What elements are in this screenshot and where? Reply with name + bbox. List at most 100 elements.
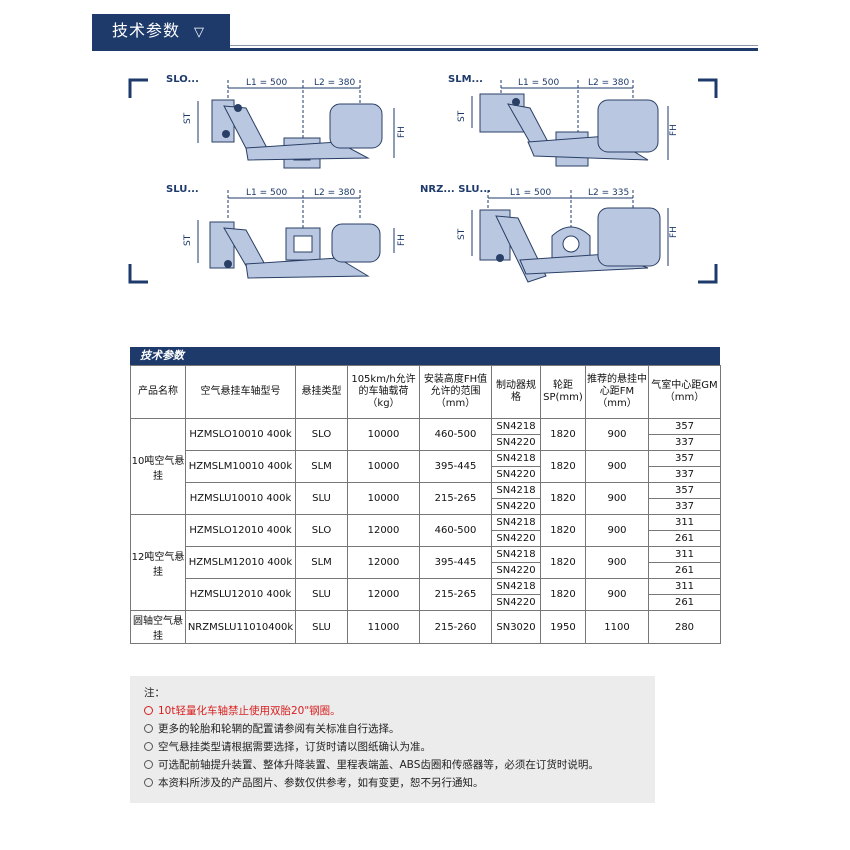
section-header: 技术参数▽: [92, 14, 230, 48]
note-text: 本资料所涉及的产品图片、参数仅供参考，如有变更，恕不另行通知。: [158, 777, 484, 789]
type-cell: SLU: [295, 578, 348, 611]
model-cell: HZMSLM10010 400k: [185, 450, 296, 483]
brake-cell: SN3020: [491, 610, 541, 644]
gm-cell: 357: [648, 450, 721, 467]
gm-cell: 337: [648, 434, 721, 451]
note-text: 更多的轮胎和轮辋的配置请参阅有关标准自行选择。: [158, 723, 400, 735]
note-item: 本资料所涉及的产品图片、参数仅供参考，如有变更，恕不另行通知。: [144, 775, 484, 790]
note-item: 可选配前轴提升装置、整体升降装置、里程表端盖、ABS齿圈和传感器等，必须在订货时…: [144, 757, 599, 772]
gm-cell: 261: [648, 562, 721, 579]
fh-cell: 215-265: [419, 482, 492, 515]
table-title: 技术参数: [130, 347, 720, 365]
diagram-slm: SLM... L1 = 500 L2 = 380 ST FH: [448, 74, 679, 167]
gm-cell: 311: [648, 578, 721, 595]
brake-cell: SN4220: [491, 594, 541, 611]
fm-cell: 1100: [585, 610, 649, 644]
fh-cell: 215-260: [419, 610, 492, 644]
note-item: 10t轻量化车轴禁止使用双胎20"钢圈。: [144, 703, 341, 718]
circle-bullet-icon: [144, 724, 153, 733]
note-text: 可选配前轴提升装置、整体升降装置、里程表端盖、ABS齿圈和传感器等，必须在订货时…: [158, 759, 599, 771]
fh-cell: 395-445: [419, 546, 492, 579]
fh-cell: 460-500: [419, 514, 492, 547]
brake-cell: SN4220: [491, 530, 541, 547]
sp-cell: 1820: [540, 482, 586, 515]
load-cell: 10000: [347, 482, 420, 515]
load-cell: 12000: [347, 578, 420, 611]
load-cell: 10000: [347, 418, 420, 451]
type-cell: SLO: [295, 514, 348, 547]
gm-cell: 311: [648, 514, 721, 531]
column-header: 气室中心距GM（mm）: [648, 365, 721, 419]
load-cell: 10000: [347, 450, 420, 483]
diagram-slu: SLU... L1 = 500 L2 = 380 ST FH: [166, 184, 407, 279]
fm-cell: 900: [585, 578, 649, 611]
gm-cell: 261: [648, 594, 721, 611]
st-label: ST: [183, 234, 193, 246]
brake-cell: SN4218: [491, 546, 541, 563]
type-cell: SLM: [295, 450, 348, 483]
model-cell: HZMSLO10010 400k: [185, 418, 296, 451]
model-cell: HZMSLU12010 400k: [185, 578, 296, 611]
header-underline: [92, 48, 758, 51]
note-text: 空气悬挂类型请根据需要选择，订货时请以图纸确认为准。: [158, 741, 431, 753]
column-header: 105km/h允许的车轴载荷（kg）: [347, 365, 420, 419]
circle-bullet-icon: [144, 706, 153, 715]
model-cell: HZMSLM12010 400k: [185, 546, 296, 579]
load-cell: 12000: [347, 514, 420, 547]
table-row: SN4220 337: [131, 498, 721, 515]
brake-cell: SN4220: [491, 562, 541, 579]
sp-cell: 1820: [540, 514, 586, 547]
gm-cell: 357: [648, 482, 721, 499]
fh-label: FH: [397, 234, 407, 246]
brake-cell: SN4218: [491, 482, 541, 499]
l2-label: L2 = 335: [588, 188, 629, 198]
model-cell: HZMSLU10010 400k: [185, 482, 296, 515]
gm-cell: 337: [648, 498, 721, 515]
model-cell: NRZMSLU11010400k: [185, 610, 296, 644]
gm-cell: 357: [648, 418, 721, 435]
fh-cell: 460-500: [419, 418, 492, 451]
gm-cell: 311: [648, 546, 721, 563]
gm-cell: 337: [648, 466, 721, 483]
fm-cell: 900: [585, 546, 649, 579]
column-header: 悬挂类型: [295, 365, 348, 419]
type-cell: SLM: [295, 546, 348, 579]
st-label: ST: [457, 110, 467, 122]
fm-cell: 900: [585, 482, 649, 515]
brake-cell: SN4220: [491, 498, 541, 515]
load-cell: 12000: [347, 546, 420, 579]
header-rule: [230, 45, 758, 46]
l1-label: L1 = 500: [518, 78, 559, 88]
fh-label: FH: [669, 226, 679, 238]
diagram-code: SLM...: [448, 74, 483, 85]
table-row: SN4220 261: [131, 562, 721, 579]
fh-label: FH: [397, 126, 407, 138]
st-label: ST: [183, 112, 193, 124]
type-cell: SLO: [295, 418, 348, 451]
fh-label: FH: [669, 124, 679, 136]
table-row: SN4220 261: [131, 530, 721, 547]
column-header: 安装高度FH值允许的范围（mm）: [419, 365, 492, 419]
gm-cell: 261: [648, 530, 721, 547]
l2-label: L2 = 380: [314, 188, 355, 198]
st-label: ST: [457, 228, 467, 240]
section-title: 技术参数: [112, 21, 181, 40]
model-cell: HZMSLO12010 400k: [185, 514, 296, 547]
l2-label: L2 = 380: [314, 78, 355, 88]
column-header: 空气悬挂车轴型号: [185, 365, 296, 419]
sp-cell: 1820: [540, 450, 586, 483]
note-item: 更多的轮胎和轮辋的配置请参阅有关标准自行选择。: [144, 721, 400, 736]
brake-cell: SN4218: [491, 418, 541, 435]
note-text: 10t轻量化车轴禁止使用双胎20"钢圈。: [158, 705, 341, 717]
notes-box: 注： 10t轻量化车轴禁止使用双胎20"钢圈。更多的轮胎和轮辋的配置请参阅有关标…: [130, 676, 655, 803]
